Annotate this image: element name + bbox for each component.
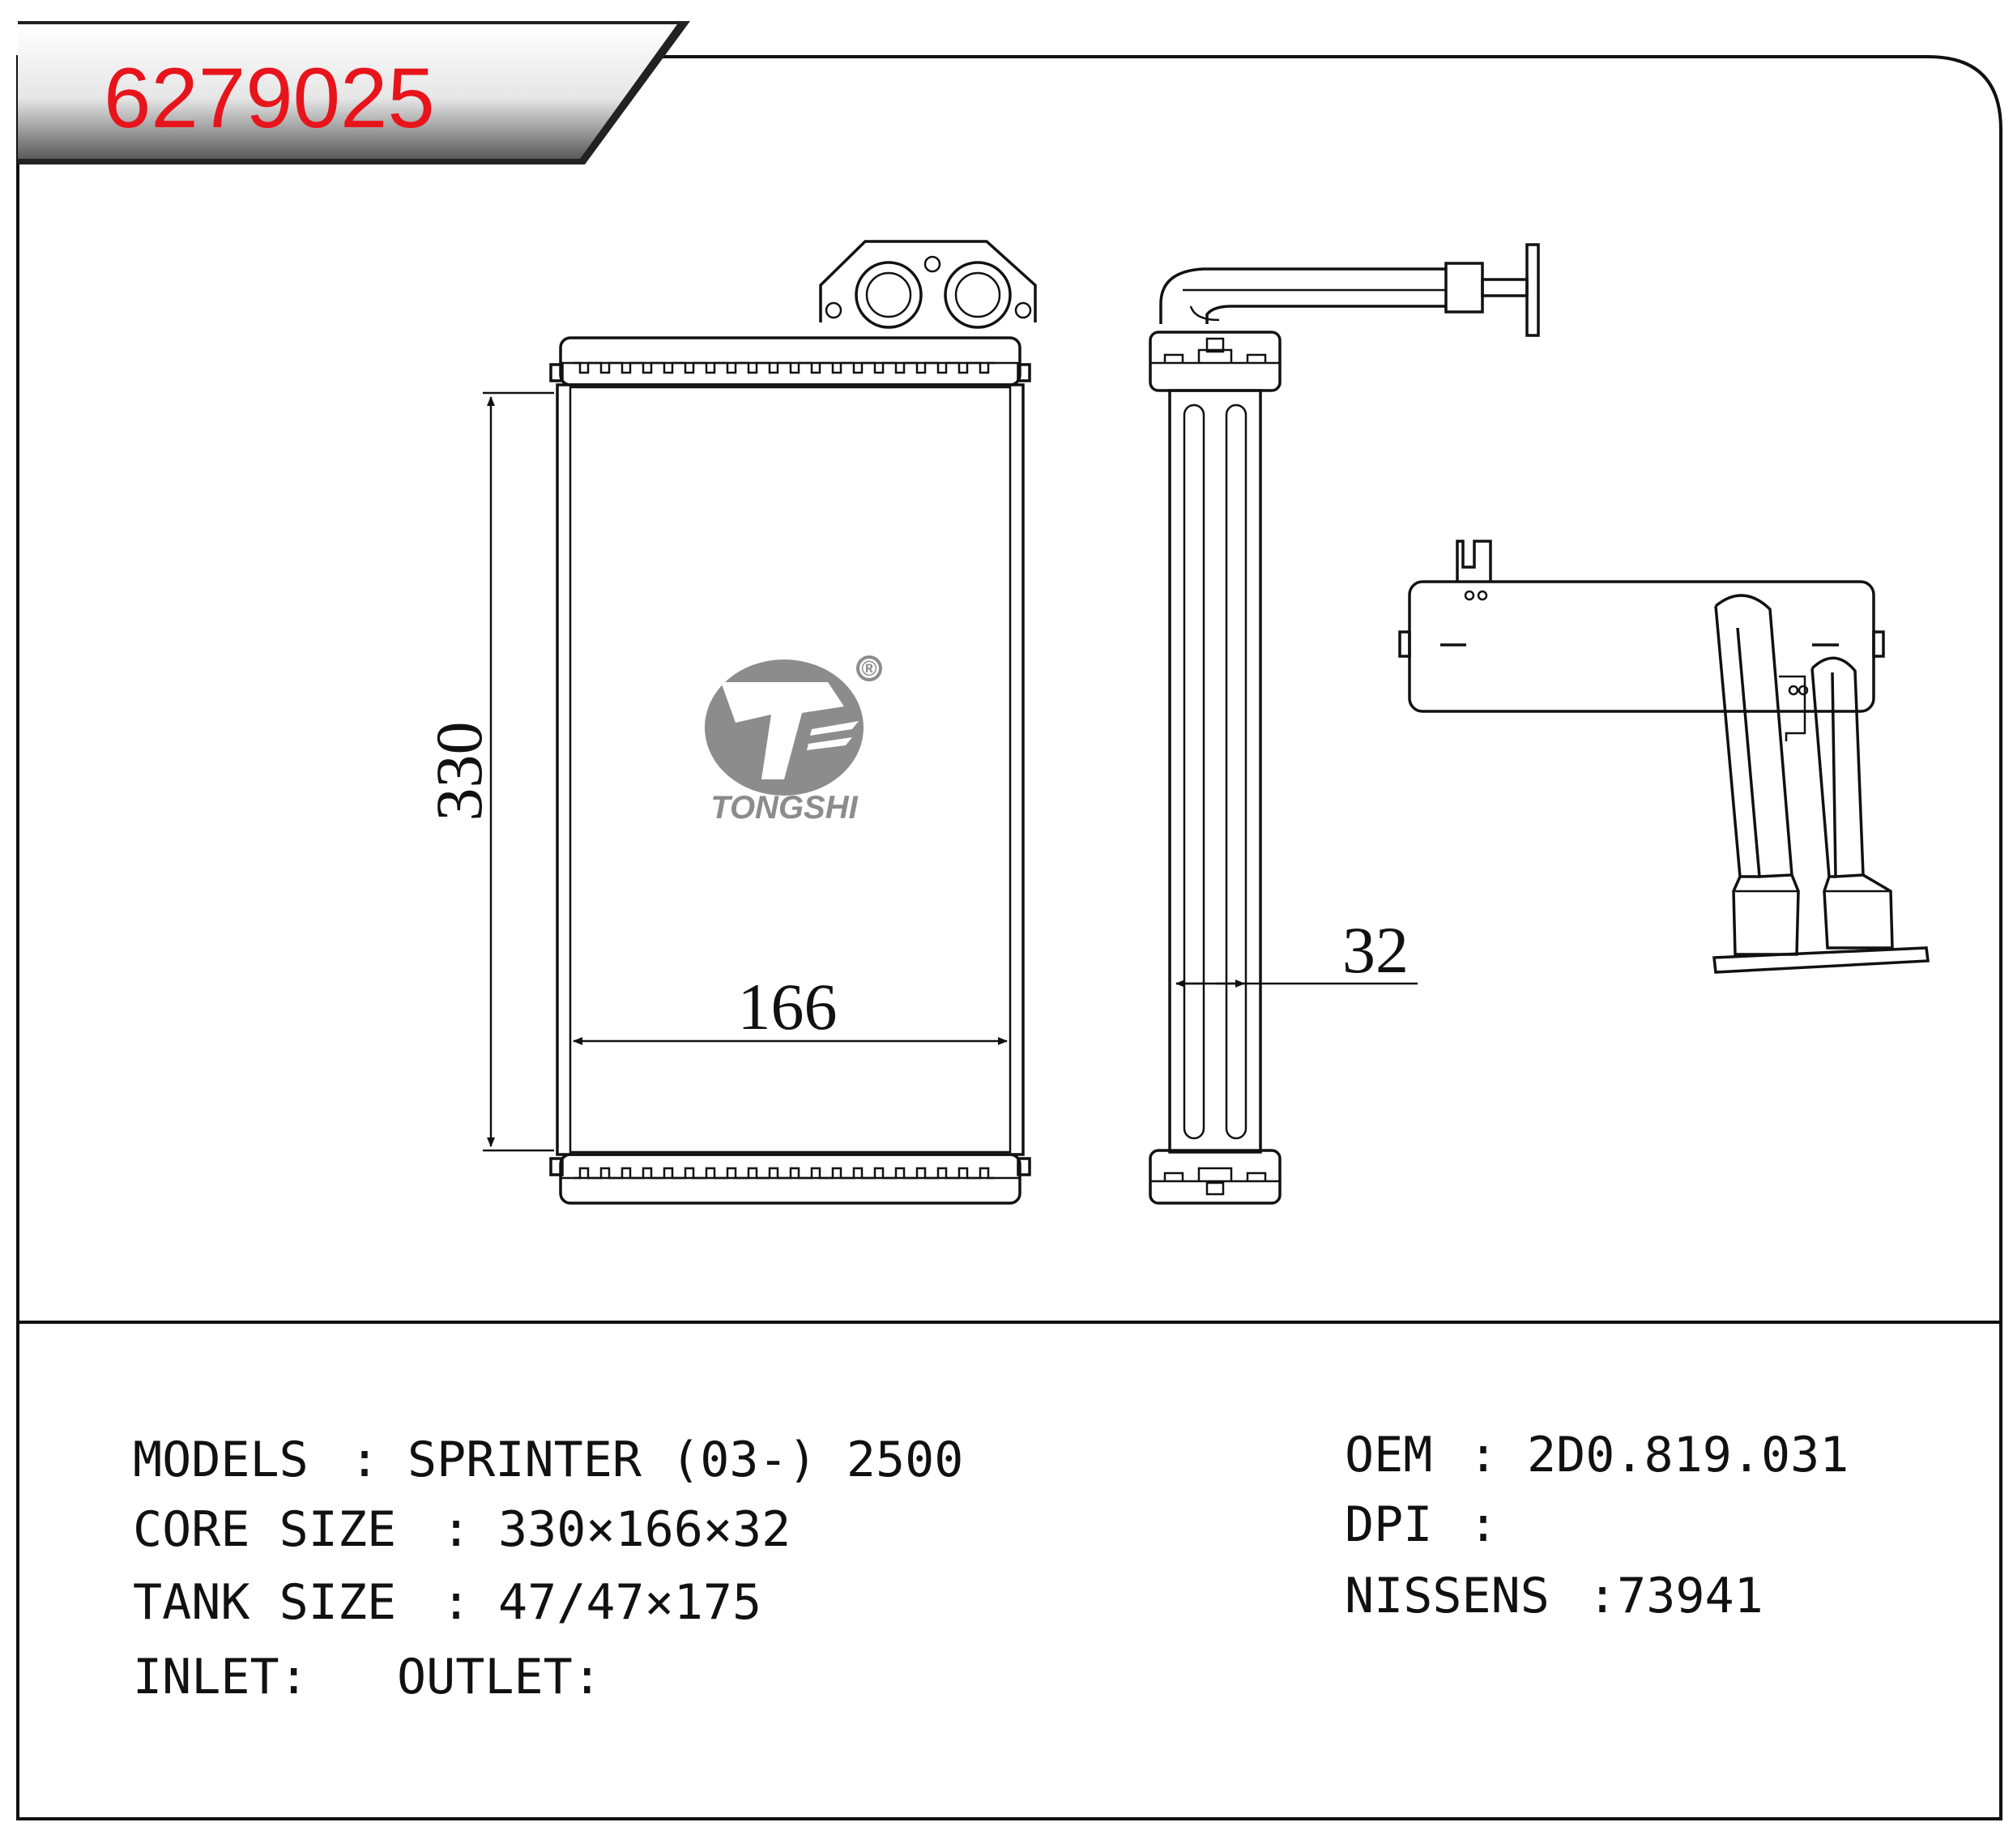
tongshi-logo: ® TONGSHI (705, 655, 882, 826)
sheet-frame (16, 55, 2002, 1820)
core-size-value: 330×166×32 (498, 1501, 791, 1558)
width-dimension-label: 166 (738, 970, 838, 1044)
height-dimension: 330 (422, 391, 554, 1152)
heater-core-side-view (1149, 243, 1540, 1205)
brand-name: TONGSHI (710, 790, 858, 826)
nissens-value: :73941 (1588, 1568, 1764, 1624)
tank-size-value: 47/47×175 (498, 1574, 761, 1631)
thickness-dimension-label: 32 (1342, 913, 1409, 987)
tank-size-label: TANK SIZE (133, 1574, 396, 1631)
dpi-label: DPI (1345, 1496, 1432, 1553)
outlet-label: OUTLET: (397, 1649, 602, 1705)
models-separator: : (350, 1432, 379, 1488)
oem-separator: : (1469, 1427, 1498, 1483)
dpi-separator: : (1469, 1496, 1498, 1553)
oem-value: 2D0.819.031 (1527, 1427, 1849, 1483)
part-number: 6279025 (104, 51, 435, 146)
models-label: MODELS (133, 1432, 309, 1488)
width-dimension: 166 (573, 970, 1008, 1045)
registered-mark: ® (861, 656, 876, 681)
height-dimension-label: 330 (422, 722, 496, 822)
part-number-badge: 6279025 (18, 21, 690, 164)
inlet-label: INLET: (133, 1649, 309, 1705)
spec-block: MODELS : SPRINTER (03-) 2500 CORE SIZE :… (133, 1427, 1849, 1705)
nissens-label: NISSENS (1345, 1568, 1550, 1624)
tank-size-separator: : (441, 1574, 471, 1631)
models-value: SPRINTER (03-) 2500 (407, 1432, 963, 1488)
heater-core-front-view (549, 240, 1037, 1205)
core-size-label: CORE SIZE (133, 1501, 396, 1558)
heater-core-top-view (1398, 540, 1930, 974)
core-size-separator: : (441, 1501, 471, 1558)
oem-label: OEM (1345, 1427, 1432, 1483)
thickness-dimension: 32 (1175, 913, 1418, 988)
